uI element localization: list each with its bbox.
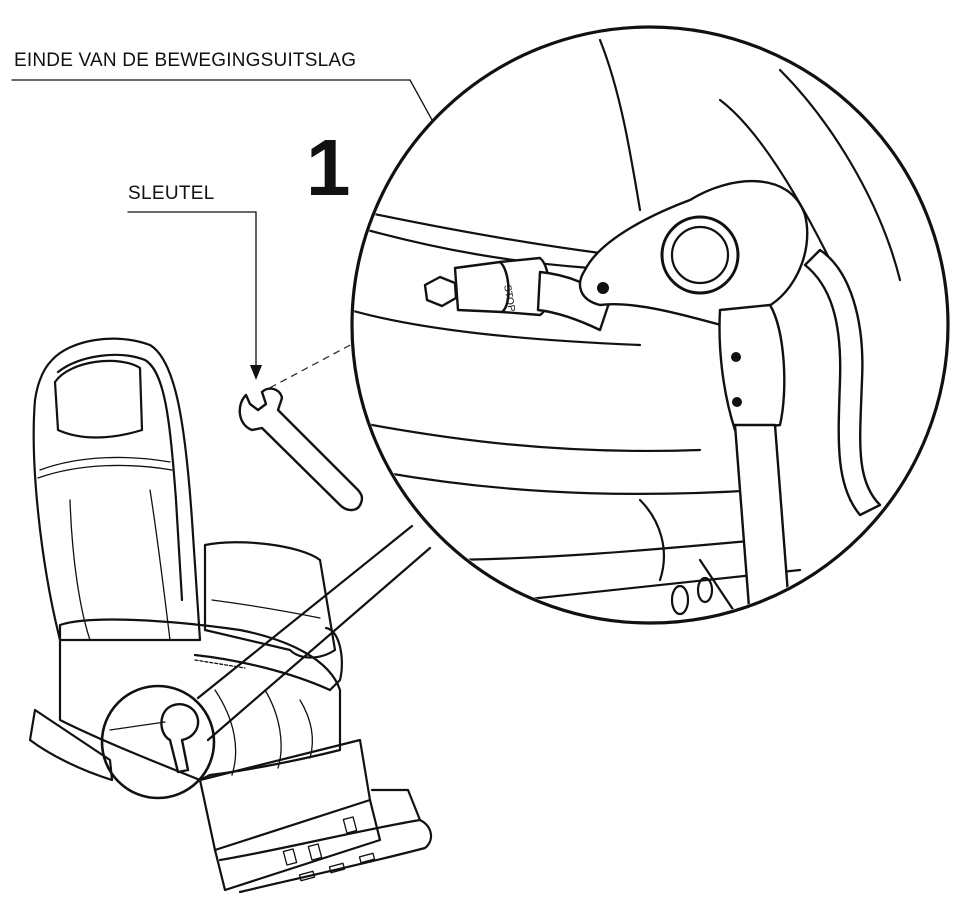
alignment-dashed-line [261,299,436,393]
step-number: 1 [306,123,351,212]
wrench-icon [238,387,364,512]
callout-key: SLEUTEL [128,183,215,204]
operator-seat [28,337,433,894]
callout-end-of-travel: EINDE VAN DE BEWEGINGSUITSLAG [14,50,357,71]
detail-magnifier [350,25,950,625]
callout-leader-key [127,211,262,380]
magnifier-connector [196,524,432,742]
